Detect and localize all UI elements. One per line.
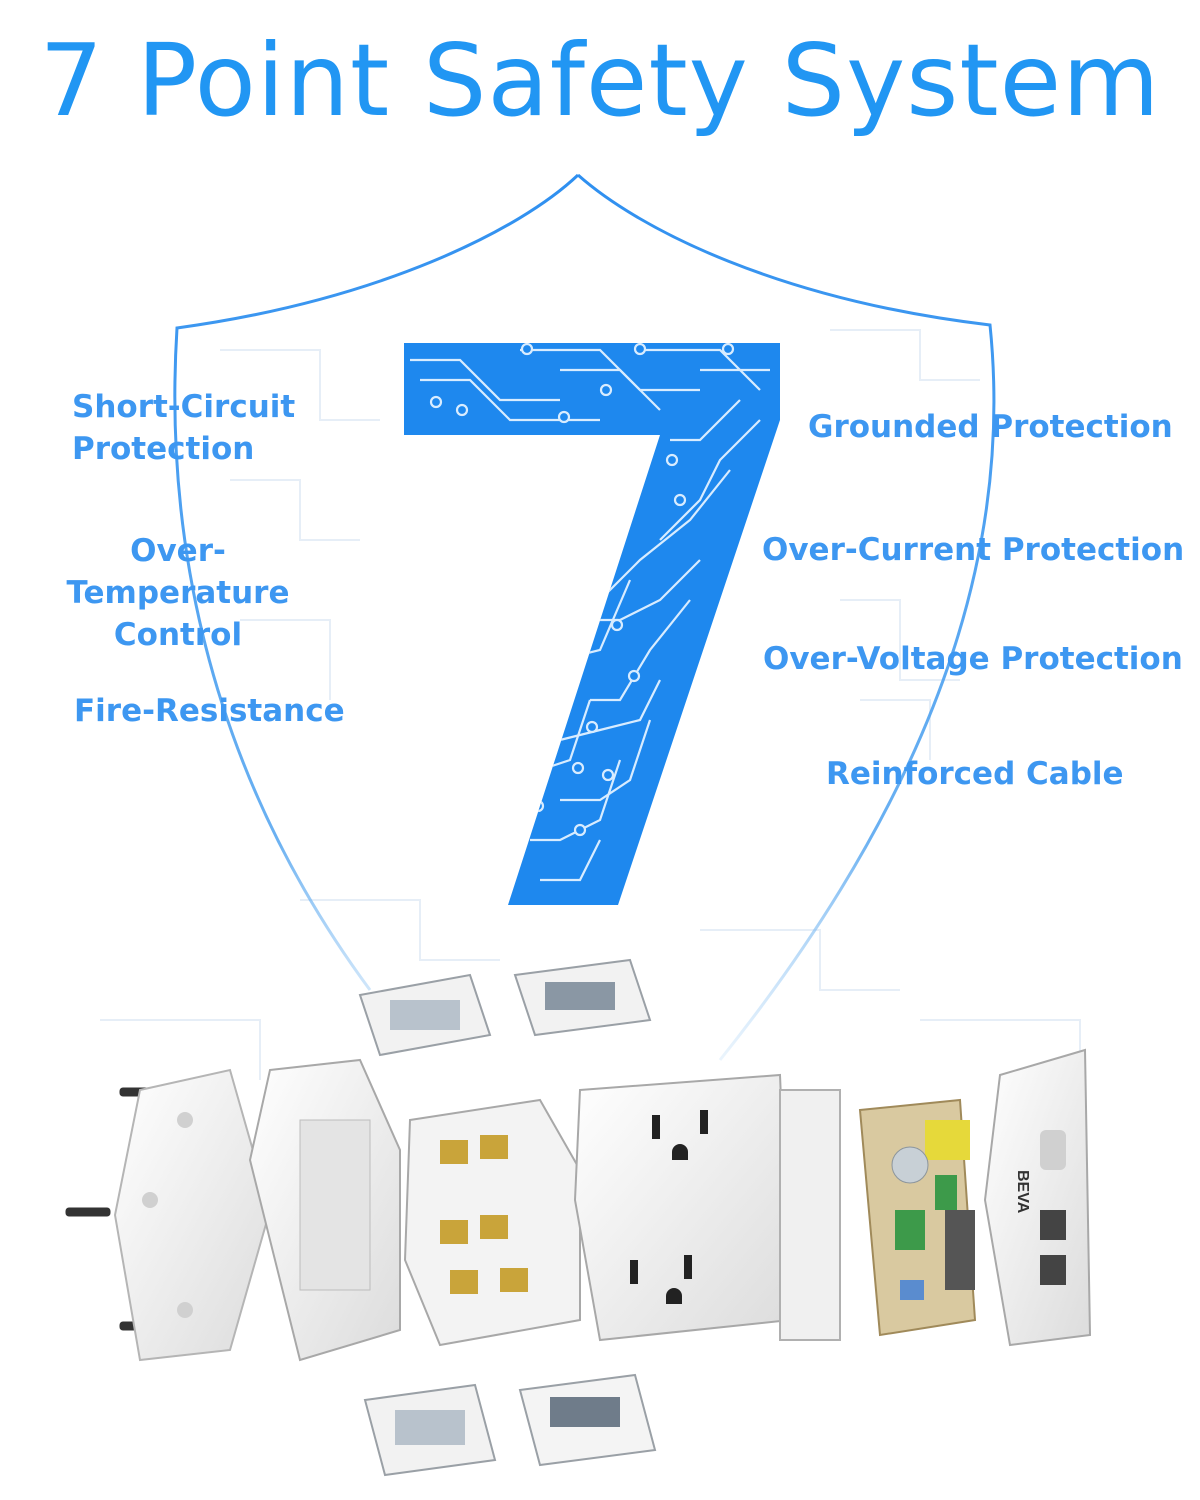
usb-face — [983, 1048, 1092, 1347]
feature-line: Control — [113, 617, 243, 653]
pcb-board — [779, 1089, 977, 1341]
outlet-bottom — [630, 1255, 692, 1304]
feature-over-current: Over-Current Protection — [762, 529, 1184, 571]
feature-line: Grounded Protection — [808, 409, 1173, 445]
feature-over-temperature: Over-Temperature Control — [22, 530, 334, 656]
feature-fire-resistance: Fire-Resistance — [74, 690, 345, 732]
exploded-outlet-device-icon: BEVA — [65, 958, 1092, 1477]
feature-line: Over-Temperature — [66, 533, 290, 611]
top-clip-right — [513, 958, 652, 1037]
bottom-clip-right — [518, 1373, 657, 1467]
circuit-seven-icon — [404, 343, 780, 905]
feature-over-voltage: Over-Voltage Protection — [763, 638, 1183, 680]
feature-line: Fire-Resistance — [74, 693, 345, 729]
shield-outline — [173, 173, 996, 1061]
feature-line: Short-Circuit — [72, 389, 296, 425]
feature-reinforced-cable: Reinforced Cable — [826, 753, 1124, 795]
feature-line: Over-Current Protection — [762, 532, 1185, 568]
feature-line: Protection — [72, 431, 255, 467]
back-plate — [113, 1068, 272, 1362]
outlet-cube — [573, 1073, 792, 1342]
outlet-top — [652, 1110, 708, 1160]
bottom-clip-left — [363, 1383, 497, 1477]
terminal-block — [403, 1098, 581, 1347]
frame — [248, 1058, 401, 1362]
feature-grounded: Grounded Protection — [808, 406, 1173, 448]
feature-short-circuit: Short-Circuit Protection — [72, 386, 295, 470]
brand-mark: BEVA — [1014, 1170, 1031, 1214]
page-title: 7 Point Safety System — [39, 22, 1161, 139]
feature-line: Over-Voltage Protection — [763, 641, 1183, 677]
feature-line: Reinforced Cable — [826, 756, 1124, 792]
top-clip-left — [358, 973, 492, 1057]
